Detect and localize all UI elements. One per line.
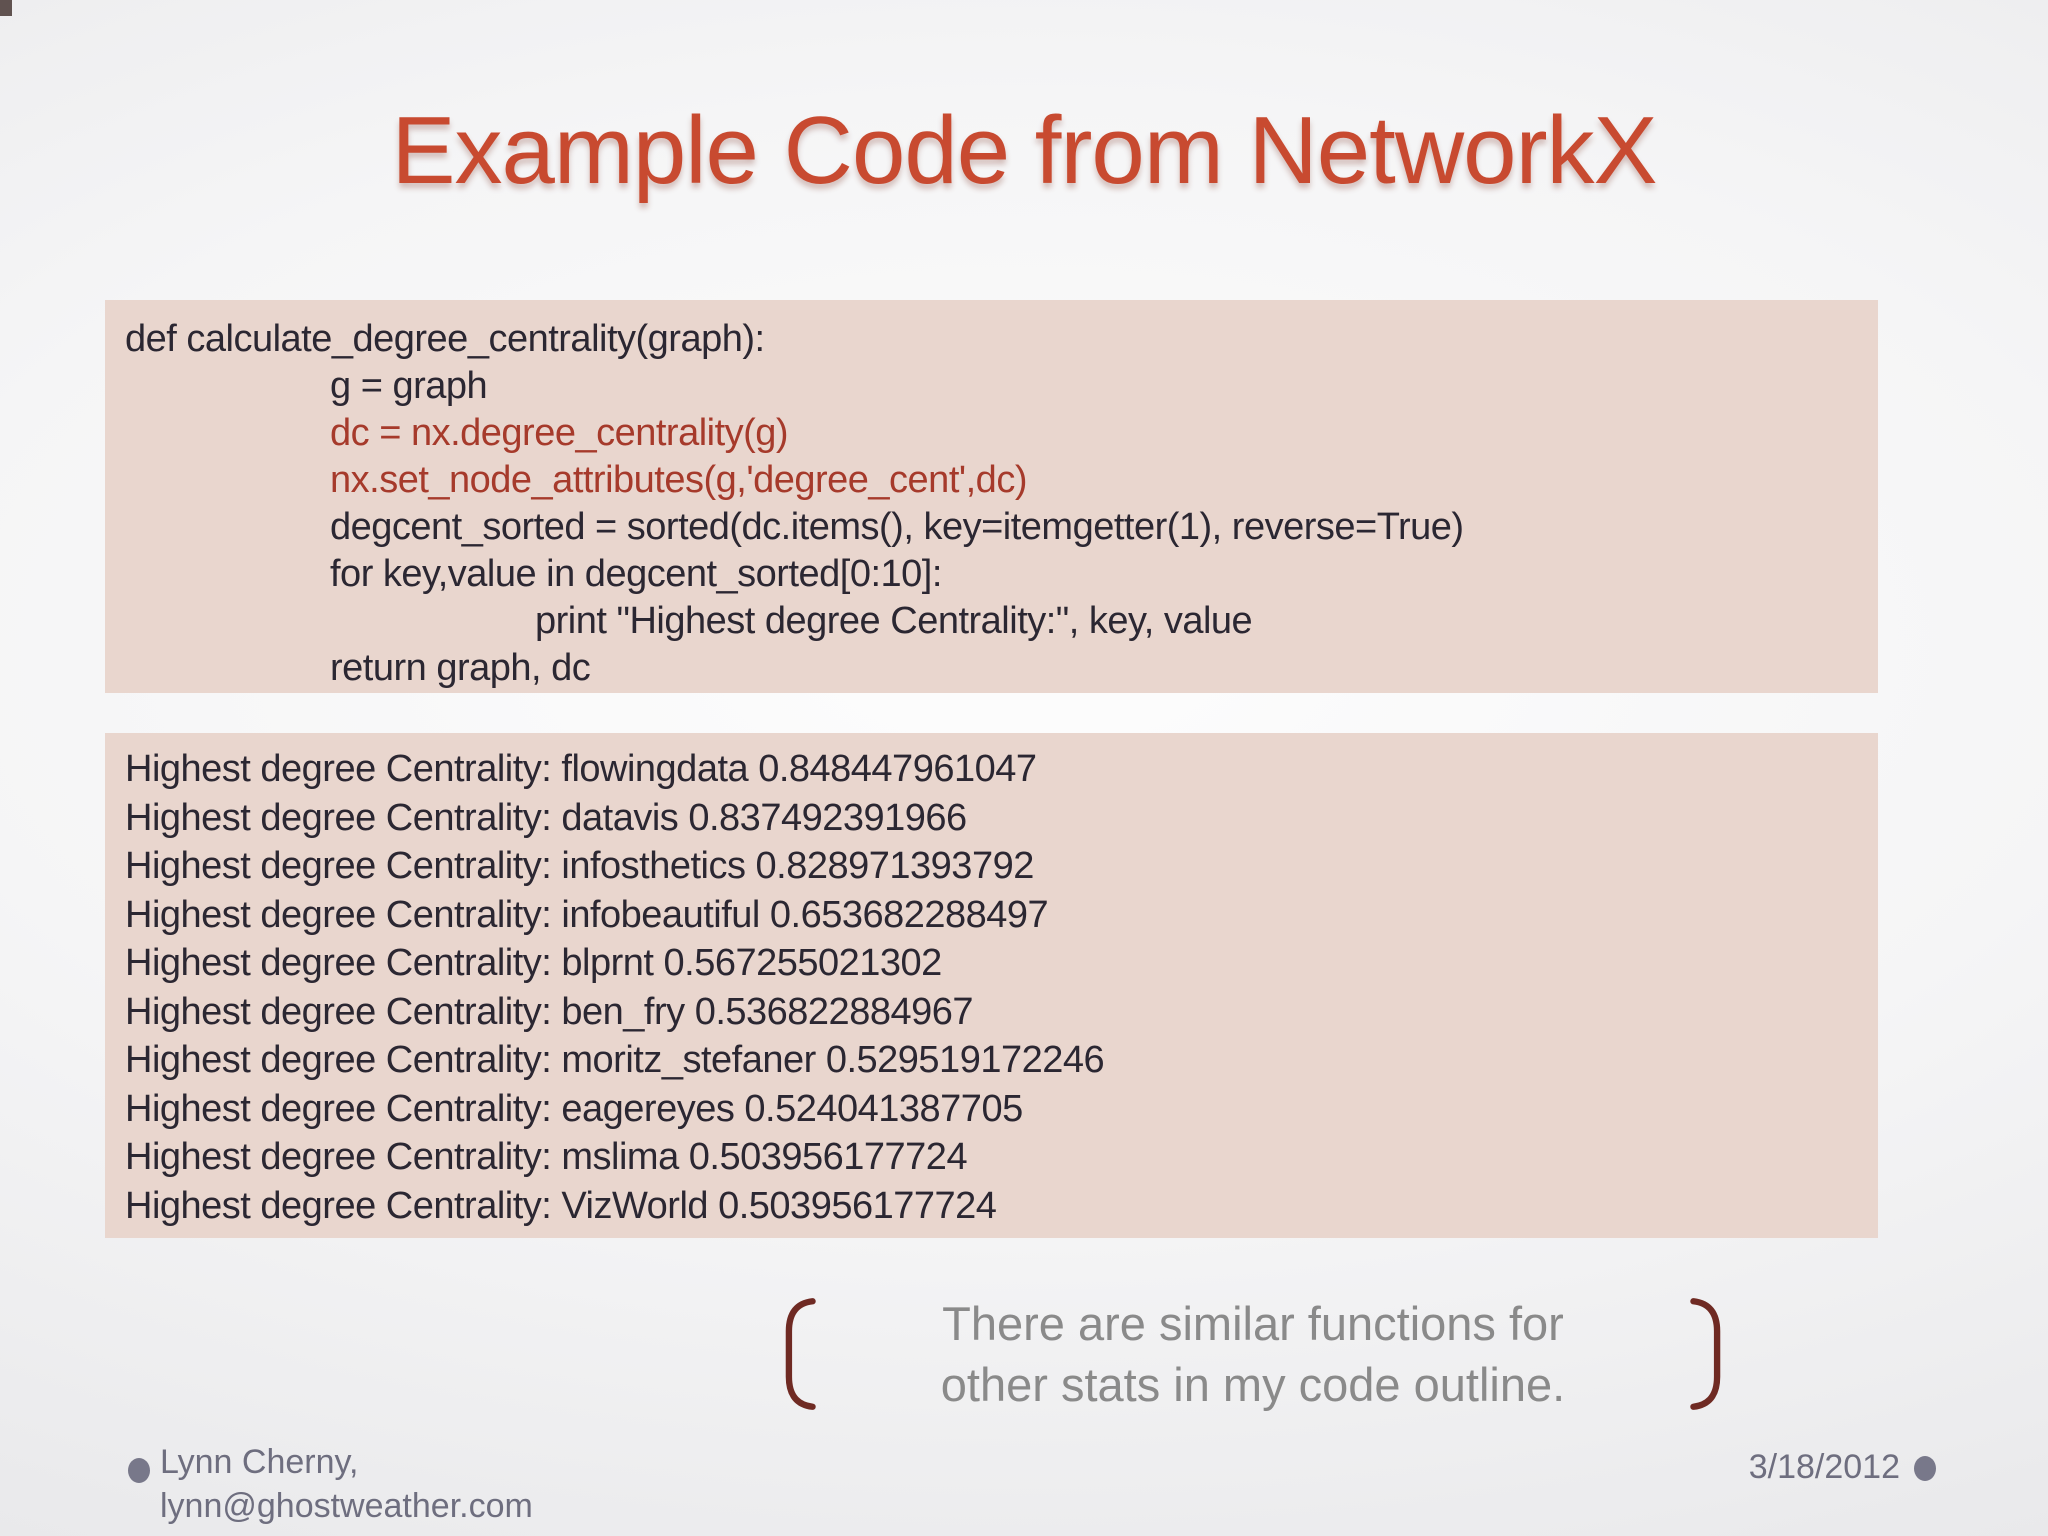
author-name: Lynn Cherny, [160,1443,359,1481]
output-line: Highest degree Centrality: eagereyes 0.5… [125,1087,1023,1130]
code-line: g = graph [330,365,488,407]
date-text: 3/18/2012 [1748,1448,1900,1486]
note-line-1: There are similar functions for [942,1297,1564,1350]
bullet-icon [1914,1456,1936,1481]
code-line: for key,value in degcent_sorted[0:10]: [330,553,942,595]
output-line: Highest degree Centrality: flowingdata 0… [125,748,1037,790]
output-line: Highest degree Centrality: datavis 0.837… [125,796,967,839]
footer-author: Lynn Cherny, lynn@ghostweather.com [128,1440,533,1528]
output-line: Highest degree Centrality: infosthetics … [125,845,1034,887]
code-line: def calculate_degree_centrality(graph): [125,318,765,360]
right-bracket-icon [1688,1291,1728,1417]
page-title: Example Code from NetworkX [391,97,1657,204]
output-line: Highest degree Centrality: VizWorld 0.50… [125,1184,997,1227]
footer-date: 3/18/2012 [1749,1448,1936,1487]
output-block: Highest degree Centrality: flowingdata 0… [105,733,1878,1238]
corner-artifact [0,0,12,16]
output-line: Highest degree Centrality: ben_fry 0.536… [125,990,974,1033]
author-email: lynn@ghostweather.com [160,1487,533,1525]
note-line-2: other stats in my code outline. [940,1358,1566,1411]
output-line: Highest degree Centrality: blprnt 0.5672… [125,942,942,984]
output-line: Highest degree Centrality: mslima 0.5039… [125,1136,968,1178]
code-line: degcent_sorted = sorted(dc.items(), key=… [330,506,1464,548]
output-line: Highest degree Centrality: infobeautiful… [125,893,1049,936]
code-snippet-block: def calculate_degree_centrality(graph):g… [105,300,1878,693]
code-line: print "Highest degree Centrality:", key,… [535,600,1253,642]
note-text: There are similar functions for other st… [818,1293,1688,1415]
code-line: return graph, dc [330,647,591,689]
output-line: Highest degree Centrality: moritz_stefan… [125,1039,1105,1081]
code-line: dc = nx.degree_centrality(g) [330,412,789,454]
side-note: There are similar functions for other st… [778,1284,1728,1424]
left-bracket-icon [778,1291,818,1417]
code-line: nx.set_node_attributes(g,'degree_cent',d… [330,459,1027,501]
bullet-icon [128,1458,150,1483]
